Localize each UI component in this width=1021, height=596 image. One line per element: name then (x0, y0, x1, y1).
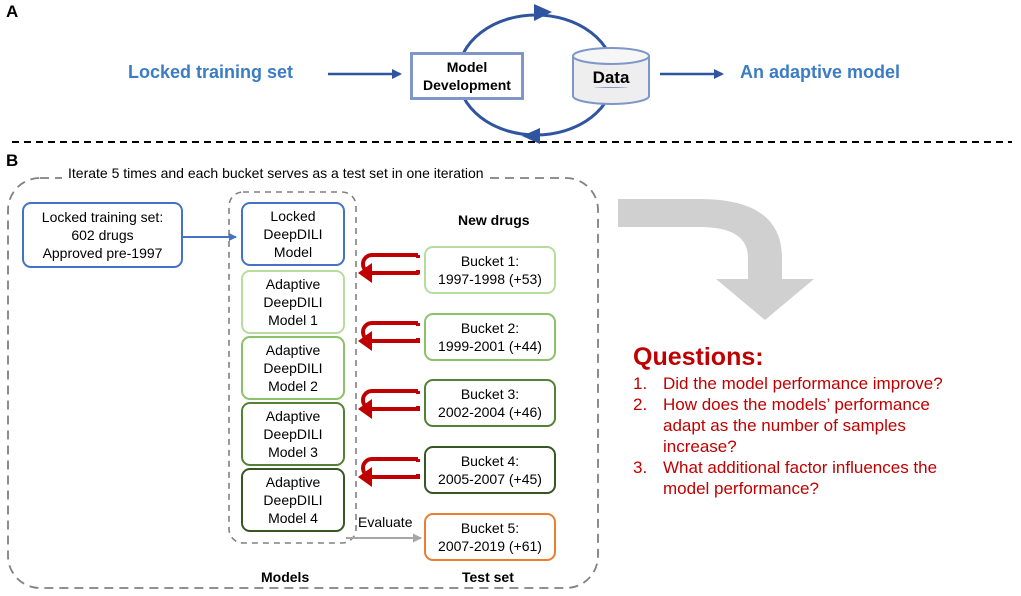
bucket-2-line1: Bucket 2: (460, 320, 520, 336)
panel-a-letter: A (6, 2, 19, 21)
model-3-line3: Model 3 (268, 444, 318, 460)
bucket-1-box: Bucket 1: 1997-1998 (+53) (424, 246, 556, 294)
mask-4 (405, 462, 421, 474)
panel-b-letter: B (6, 151, 19, 170)
evaluate-label: Evaluate (358, 514, 413, 530)
feedback-arrowhead-1 (358, 263, 372, 283)
question-3-number: 3. (633, 458, 648, 477)
adaptive-model-1-box: Adaptive DeepDILI Model 1 (241, 270, 345, 334)
bucket-5-box: Bucket 5: 2007-2019 (+61) (424, 513, 556, 561)
question-2: 2. How does the models’ performance adap… (633, 394, 1013, 457)
question-1: 1. Did the model performance improve? (633, 373, 1013, 394)
bucket-3-line2: 2002-2004 (+46) (438, 404, 542, 420)
bucket-4-line1: Bucket 4: (460, 453, 520, 469)
locked-training-line3: Approved pre-1997 (42, 245, 163, 261)
mask-1 (405, 258, 421, 270)
locked-training-set-box: Locked training set: 602 drugs Approved … (22, 202, 183, 268)
model-3-line1: Adaptive (265, 408, 321, 424)
adaptive-model-2-box: Adaptive DeepDILI Model 2 (241, 336, 345, 400)
model-0-line1: Locked (270, 208, 316, 224)
locked-training-line1: Locked training set: (41, 209, 164, 225)
bucket-2-line2: 1999-2001 (+44) (438, 338, 542, 354)
model-1-line3: Model 1 (268, 312, 318, 328)
bucket-4-box: Bucket 4: 2005-2007 (+45) (424, 446, 556, 494)
question-1-line1: Did the model performance improve? (663, 374, 943, 393)
model-development-line2: Development (423, 77, 511, 93)
models-label: Models (261, 569, 310, 585)
feedback-arrowhead-3 (358, 399, 372, 419)
questions-list: 1. Did the model performance improve? 2.… (633, 373, 1013, 499)
model-4-line1: Adaptive (265, 474, 321, 490)
model-2-line1: Adaptive (265, 342, 321, 358)
question-3: 3. What additional factor influences the… (633, 457, 1013, 499)
bucket-1-line1: Bucket 1: (460, 253, 520, 269)
bucket-4-line2: 2005-2007 (+45) (438, 471, 542, 487)
questions-title: Questions: (633, 343, 764, 371)
question-2-line1: How does the models’ performance (663, 395, 930, 414)
bucket-3-box: Bucket 3: 2002-2004 (+46) (424, 379, 556, 427)
questions-pointer-arrow (618, 199, 814, 320)
model-2-line2: DeepDILI (263, 360, 323, 376)
adaptive-model-4-box: Adaptive DeepDILI Model 4 (241, 468, 345, 532)
adaptive-model-3-box: Adaptive DeepDILI Model 3 (241, 402, 345, 466)
question-3-line2: model performance? (663, 479, 819, 498)
model-development-line1: Model (446, 59, 488, 75)
model-1-line2: DeepDILI (263, 294, 323, 310)
model-development-box: Model Development (410, 52, 524, 100)
model-2-line3: Model 2 (268, 378, 318, 394)
output-label: An adaptive model (740, 62, 901, 82)
bucket-1-line2: 1997-1998 (+53) (438, 271, 542, 287)
bucket-5-line2: 2007-2019 (+61) (438, 538, 542, 554)
question-3-line1: What additional factor influences the (663, 458, 938, 477)
data-label: Data (592, 68, 630, 87)
locked-model-box: Locked DeepDILI Model (241, 202, 345, 266)
iterate-note: Iterate 5 times and each bucket serves a… (62, 165, 490, 181)
model-1-line1: Adaptive (265, 276, 321, 292)
question-1-number: 1. (633, 374, 648, 393)
model-4-line3: Model 4 (268, 510, 318, 526)
model-3-line2: DeepDILI (263, 426, 323, 442)
new-drugs-label: New drugs (458, 212, 530, 228)
data-cylinder (572, 47, 650, 105)
question-2-line3: increase? (663, 437, 737, 456)
test-set-label: Test set (462, 569, 514, 585)
locked-training-line2: 602 drugs (71, 227, 134, 243)
input-label: Locked training set (128, 62, 294, 82)
mask-3 (405, 394, 421, 406)
bucket-2-box: Bucket 2: 1999-2001 (+44) (424, 313, 556, 361)
mask-2 (405, 326, 421, 338)
models-group-boundary (228, 191, 357, 544)
question-2-number: 2. (633, 395, 648, 414)
feedback-arrowhead-4 (358, 467, 372, 487)
bucket-3-line1: Bucket 3: (460, 386, 520, 402)
model-0-line2: DeepDILI (263, 226, 323, 242)
cycle-arrowhead-top (534, 4, 552, 21)
cycle-arrowhead-bottom (522, 128, 540, 144)
model-0-line3: Model (273, 244, 313, 260)
model-4-line2: DeepDILI (263, 492, 323, 508)
feedback-arrowhead-2 (358, 331, 372, 351)
bucket-5-line1: Bucket 5: (460, 520, 520, 536)
question-2-line2: adapt as the number of samples (663, 416, 906, 435)
